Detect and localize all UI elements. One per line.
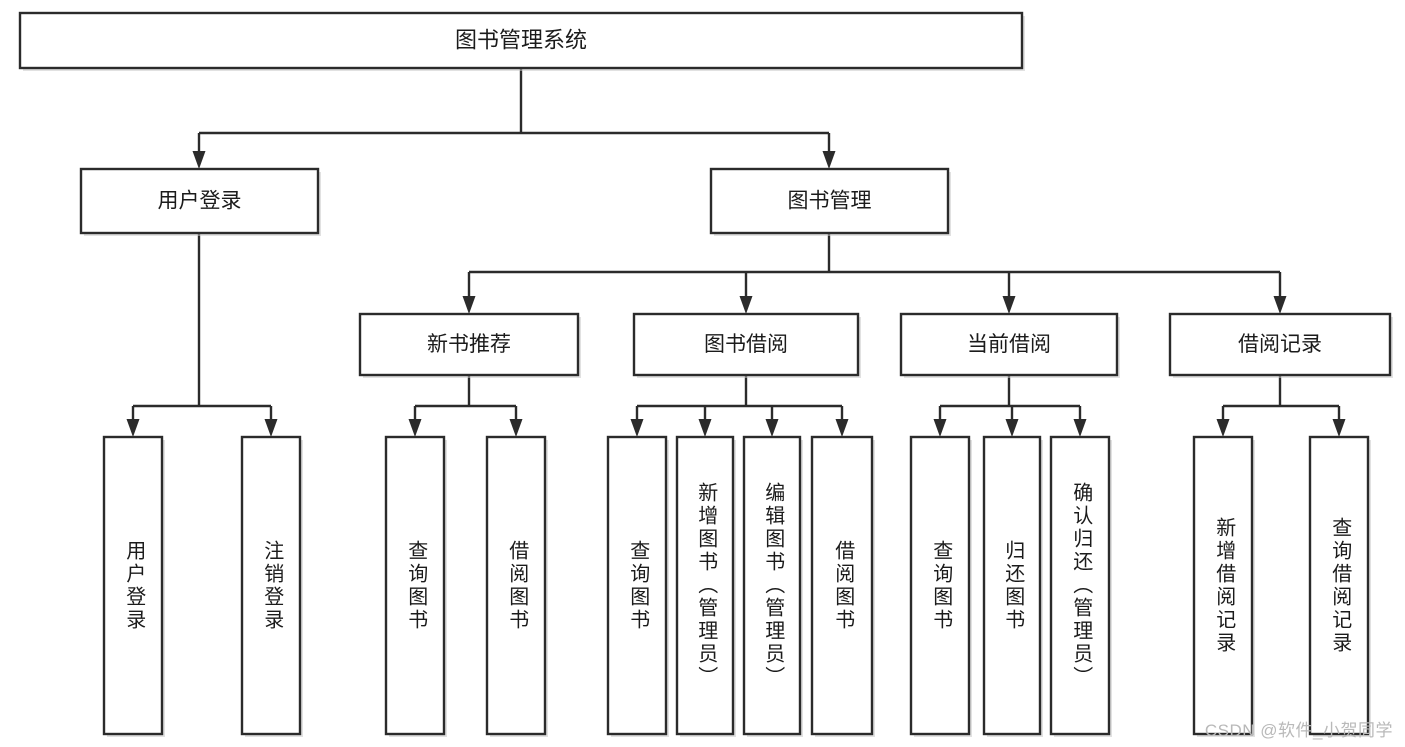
node-box-leaf-logout[interactable] <box>240 435 302 736</box>
node-box-leaf-query-book-rec[interactable] <box>384 435 446 736</box>
node-box-leaf-borrow-book-rec[interactable] <box>485 435 547 736</box>
connector-root-to-level2 <box>192 68 836 169</box>
node-box-leaf-query-book-bb[interactable] <box>606 435 668 736</box>
connector-book-borrow-to-leaves <box>630 375 849 437</box>
node-label-new-book-rec: 新书推荐 <box>427 333 511 356</box>
node-box-leaf-user-login[interactable] <box>102 435 164 736</box>
connector-current-borrow-to-leaves <box>933 375 1087 437</box>
node-box-leaf-add-record[interactable] <box>1192 435 1254 736</box>
connector-user-login-to-leaves <box>126 233 278 437</box>
node-box-leaf-edit-book[interactable] <box>742 435 802 736</box>
node-box-leaf-confirm-return[interactable] <box>1049 435 1111 736</box>
node-box-leaf-add-book[interactable] <box>675 435 735 736</box>
node-box-new-book-rec[interactable] <box>358 312 580 377</box>
node-box-borrow-record[interactable] <box>1168 312 1392 377</box>
node-box-leaf-query-record[interactable] <box>1308 435 1370 736</box>
node-label-book-manage: 图书管理 <box>788 190 872 213</box>
connector-borrow-record-to-leaves <box>1216 375 1346 437</box>
node-box-leaf-return-book[interactable] <box>982 435 1042 736</box>
node-box-leaf-query-book-cb[interactable] <box>909 435 971 736</box>
csdn-watermark: CSDN @软件_小贺同学 <box>1204 721 1393 740</box>
node-label-book-borrow: 图书借阅 <box>704 333 788 356</box>
node-box-root[interactable] <box>18 11 1024 70</box>
boxes-layer <box>18 11 1393 737</box>
node-label-borrow-record: 借阅记录 <box>1238 333 1322 356</box>
connectors-layer <box>126 68 1346 437</box>
node-box-current-borrow[interactable] <box>899 312 1119 377</box>
node-box-book-manage[interactable] <box>709 167 950 235</box>
connector-new-book-rec-to-leaves <box>408 375 523 437</box>
node-box-book-borrow[interactable] <box>632 312 860 377</box>
node-label-user-login: 用户登录 <box>158 190 242 213</box>
node-label-root: 图书管理系统 <box>455 27 587 52</box>
node-label-current-borrow: 当前借阅 <box>967 333 1051 356</box>
node-box-user-login[interactable] <box>79 167 320 235</box>
connector-book-manage-to-level3 <box>462 233 1287 314</box>
node-box-leaf-borrow-book-bb[interactable] <box>810 435 874 736</box>
